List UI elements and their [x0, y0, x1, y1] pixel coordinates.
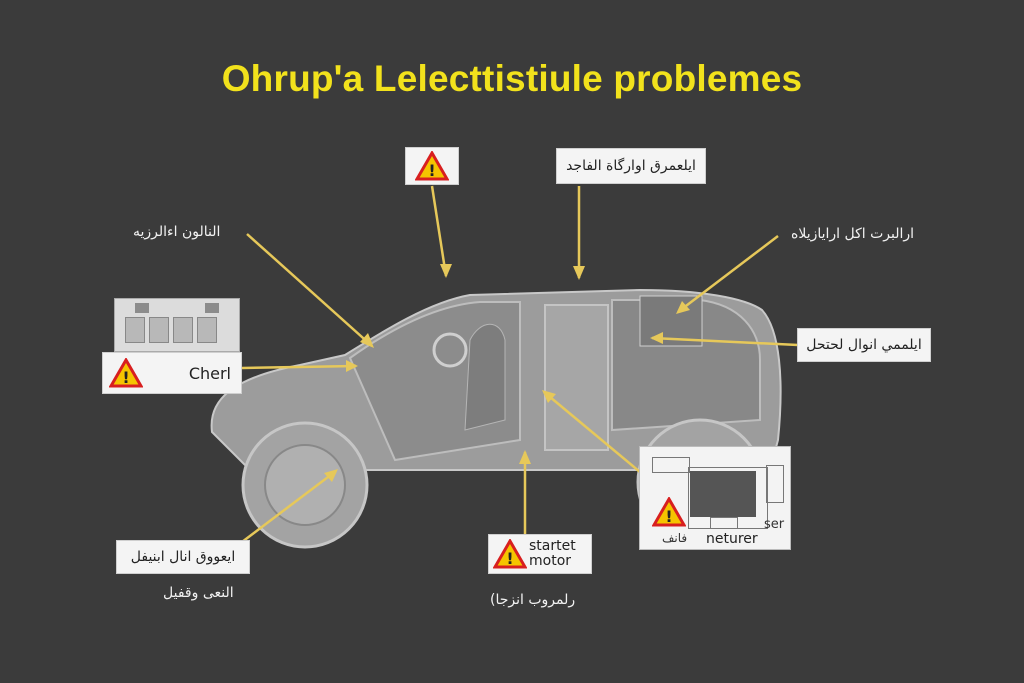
starter-line1: startet [529, 538, 576, 554]
module-block [690, 471, 756, 517]
svg-text:!: ! [122, 368, 129, 387]
small-connector [710, 517, 738, 529]
module-right-label: neturer [706, 531, 758, 547]
bottom-center-caption: (رلمروب انزجا [490, 592, 576, 608]
starter-motor-text: startet motor [529, 539, 576, 569]
top-right-label: ارالبرت اكل ارايازيلاه [791, 226, 915, 242]
bottom-left-caption: النعی وقفيل [163, 585, 234, 601]
right-mid-box: ايلممي انوال لحتحل [797, 328, 931, 362]
control-module-image: ! ser فانف neturer [639, 446, 791, 550]
warning-icon: ! [415, 151, 449, 181]
starter-motor-box: ! startet motor [488, 534, 592, 574]
warning-icon: ! [493, 539, 527, 569]
connector-icon [652, 457, 690, 473]
bottom-left-box: ايعووق انال ابنيفل [116, 540, 250, 574]
top-center-label: ايلعمرق اوارگاة الفاجد [566, 158, 696, 174]
module-left-label: فانف [662, 531, 688, 545]
svg-text:!: ! [665, 507, 672, 526]
module-side-label: ser [764, 517, 785, 532]
battery-label: Cherl [188, 363, 231, 383]
top-warning-box: ! [405, 147, 459, 185]
starter-line2: motor [529, 553, 572, 569]
top-left-label: النالون اءالرزيه [133, 224, 221, 240]
bottom-left-label: ايعووق انال ابنيفل [130, 549, 236, 565]
page-title: Ohrup'a Lelecttistiule problemes [221, 58, 803, 99]
warning-icon: ! [109, 358, 143, 388]
battery-image [114, 298, 240, 352]
battery-box: ! Cherl [102, 352, 242, 394]
svg-text:!: ! [506, 549, 513, 568]
svg-text:!: ! [428, 161, 435, 180]
top-center-box: ايلعمرق اوارگاة الفاجد [556, 148, 706, 184]
warning-icon: ! [652, 497, 686, 527]
side-connector [766, 465, 784, 503]
right-mid-label: ايلممي انوال لحتحل [806, 337, 922, 353]
